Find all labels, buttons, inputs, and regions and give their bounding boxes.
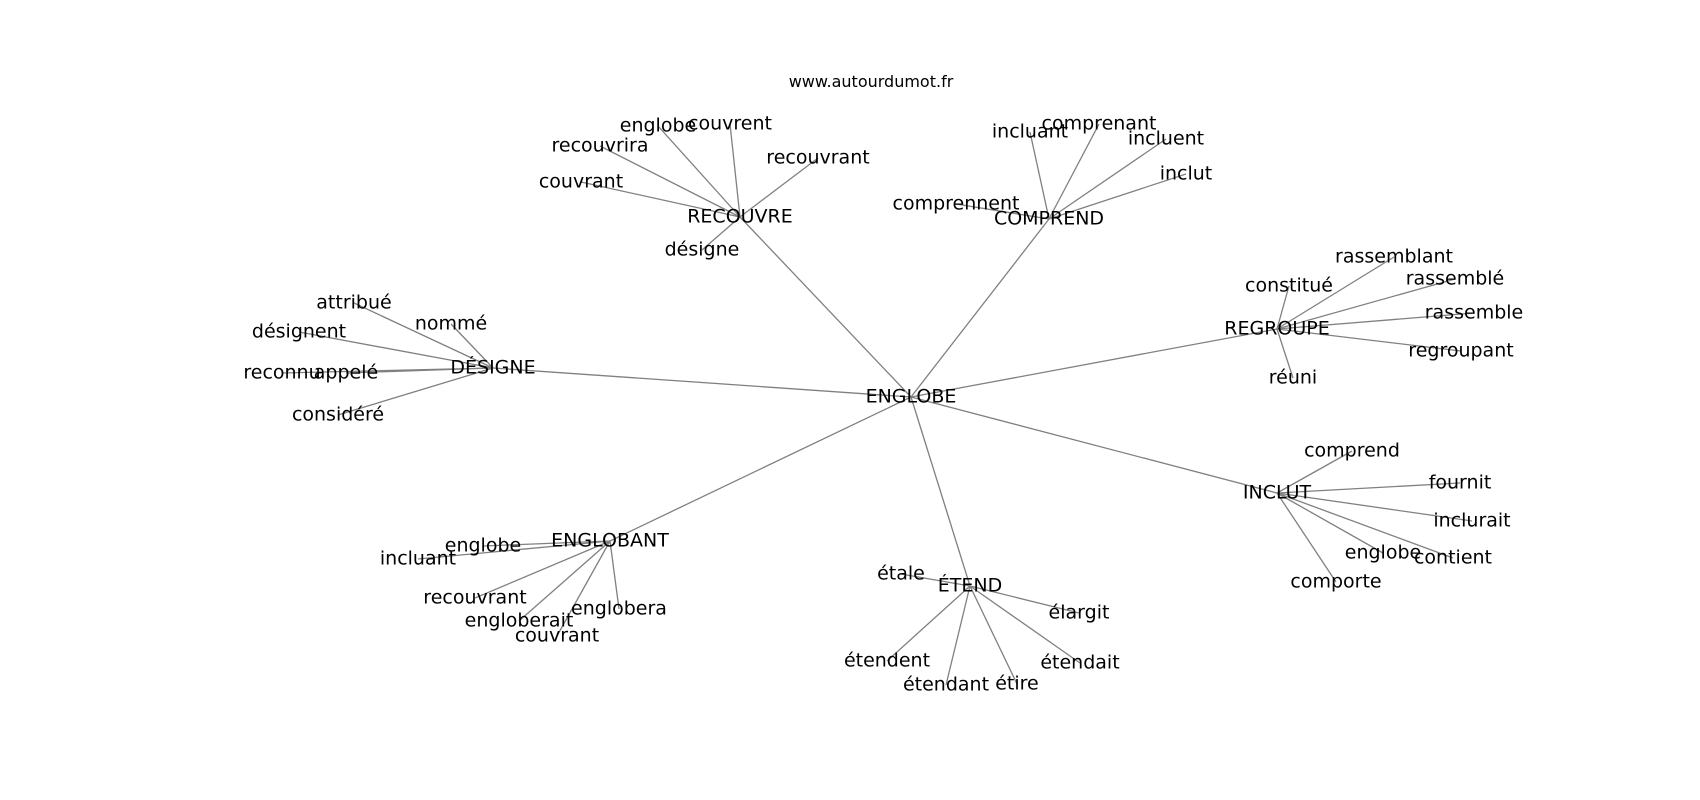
word-node[interactable]: couvrant	[515, 625, 599, 647]
edge-hub-to-word	[701, 216, 741, 251]
edge-hub-to-word	[900, 573, 971, 587]
word-node[interactable]: incluant	[992, 121, 1068, 143]
edge-hub-to-word	[1276, 492, 1454, 559]
word-node[interactable]: rassemblant	[1335, 246, 1453, 268]
word-node[interactable]: comprend	[1304, 440, 1400, 462]
word-node[interactable]: incluant	[380, 548, 456, 570]
edge-hub-to-word	[657, 125, 741, 218]
hub-node[interactable]: REGROUPE	[1224, 318, 1329, 340]
word-node[interactable]: englobera	[571, 598, 667, 620]
edge-center-to-hub	[910, 328, 1278, 398]
edge-hub-to-word	[1276, 482, 1461, 494]
edge-hub-to-word	[1276, 278, 1456, 330]
word-node[interactable]: étale	[877, 563, 925, 585]
edge-hub-to-word	[1276, 328, 1462, 352]
word-node[interactable]: étendant	[903, 674, 989, 696]
edge-hub-to-word	[739, 157, 819, 218]
word-node[interactable]: incluent	[1128, 128, 1204, 150]
word-node[interactable]: reconnu	[243, 362, 320, 384]
edge-hub-to-word	[1276, 312, 1475, 330]
word-node[interactable]: engloberait	[465, 610, 574, 632]
word-node[interactable]: comprenant	[1042, 113, 1157, 135]
word-node[interactable]: désignent	[252, 321, 346, 343]
edge-hub-to-word	[969, 585, 1018, 685]
word-node[interactable]: rassemble	[1425, 302, 1523, 324]
edge-center-to-hub	[910, 218, 1050, 398]
word-node[interactable]: appelé	[314, 362, 378, 384]
hub-node[interactable]: INCLUT	[1243, 482, 1312, 504]
word-node[interactable]: couvrant	[539, 171, 623, 193]
word-node[interactable]: contient	[1414, 547, 1492, 569]
edge-hub-to-word	[556, 540, 611, 637]
edge-hub-to-word	[609, 540, 620, 610]
hub-node[interactable]: DÉSIGNE	[450, 356, 535, 379]
edge-hub-to-word	[580, 181, 741, 218]
word-node[interactable]: étire	[995, 673, 1039, 695]
edge-hub-to-word	[1276, 450, 1353, 494]
edge-hub-to-word	[482, 540, 611, 547]
word-node[interactable]: étendent	[844, 650, 930, 672]
edge-hub-to-word	[417, 540, 611, 560]
hub-node[interactable]: ÉTEND	[938, 574, 1002, 597]
word-node[interactable]: couvrent	[688, 113, 772, 135]
word-node[interactable]: considéré	[292, 404, 384, 426]
edge-hub-to-word	[729, 123, 741, 218]
edge-hub-to-word	[1029, 131, 1050, 220]
edge-hub-to-word	[1276, 328, 1294, 379]
edge-hub-to-word	[1276, 492, 1337, 583]
word-node[interactable]: recouvrant	[766, 147, 869, 169]
edge-hub-to-word	[1048, 123, 1100, 220]
edge-center-to-hub	[492, 367, 912, 398]
center-node[interactable]: ENGLOBE	[866, 386, 957, 408]
edge-center-to-hub	[609, 396, 912, 542]
word-node[interactable]: comprennent	[893, 193, 1020, 215]
edge-hub-to-word	[518, 540, 611, 622]
word-node[interactable]: recouvrira	[552, 135, 649, 157]
word-node[interactable]: attribué	[316, 292, 391, 314]
word-node[interactable]: étendait	[1040, 652, 1119, 674]
edge-center-to-hub	[910, 396, 1278, 494]
edge-hub-to-word	[450, 323, 494, 369]
word-node[interactable]: inclurait	[1433, 510, 1510, 532]
word-node[interactable]: désigne	[665, 239, 740, 261]
edge-hub-to-word	[599, 145, 741, 218]
word-node[interactable]: fournit	[1429, 472, 1492, 494]
edge-hub-to-word	[474, 540, 611, 599]
word-node[interactable]: réuni	[1269, 367, 1317, 389]
hub-node[interactable]: ENGLOBANT	[551, 530, 669, 552]
edge-hub-to-word	[945, 585, 971, 686]
source-caption[interactable]: www.autourdumot.fr	[788, 72, 954, 91]
edge-hub-to-word	[969, 585, 1080, 614]
edge-hub-to-word	[1276, 492, 1473, 522]
edge-hub-to-word	[345, 367, 494, 374]
hub-node[interactable]: RECOUVRE	[687, 206, 793, 228]
word-node[interactable]: nommé	[415, 313, 487, 335]
edge-hub-to-word	[969, 585, 1081, 664]
hub-node[interactable]: COMPREND	[994, 208, 1104, 230]
edge-hub-to-word	[337, 367, 494, 416]
word-node[interactable]: constitué	[1245, 275, 1333, 297]
word-node[interactable]: élargit	[1049, 602, 1110, 624]
edge-hub-to-word	[886, 585, 971, 662]
edge-hub-to-word	[1048, 173, 1187, 220]
edge-center-to-hub	[910, 396, 971, 587]
word-node[interactable]: englobe	[620, 115, 696, 137]
edge-hub-to-word	[1276, 285, 1290, 330]
word-node[interactable]: englobe	[1345, 542, 1421, 564]
word-node[interactable]: recouvrant	[423, 587, 526, 609]
edge-hub-to-word	[1276, 492, 1384, 554]
word-node[interactable]: inclut	[1160, 163, 1213, 185]
word-node[interactable]: rassemblé	[1406, 268, 1504, 290]
edge-hub-to-word	[1276, 256, 1395, 330]
edge-hub-to-word	[298, 331, 494, 369]
word-node[interactable]: englobe	[445, 535, 521, 557]
edge-hub-to-word	[353, 302, 494, 369]
word-node[interactable]: regroupant	[1408, 340, 1513, 362]
edge-center-to-hub	[739, 216, 912, 398]
edge-hub-to-word	[955, 203, 1050, 220]
edge-hub-to-word	[1048, 138, 1167, 220]
word-node[interactable]: comporte	[1290, 571, 1381, 593]
